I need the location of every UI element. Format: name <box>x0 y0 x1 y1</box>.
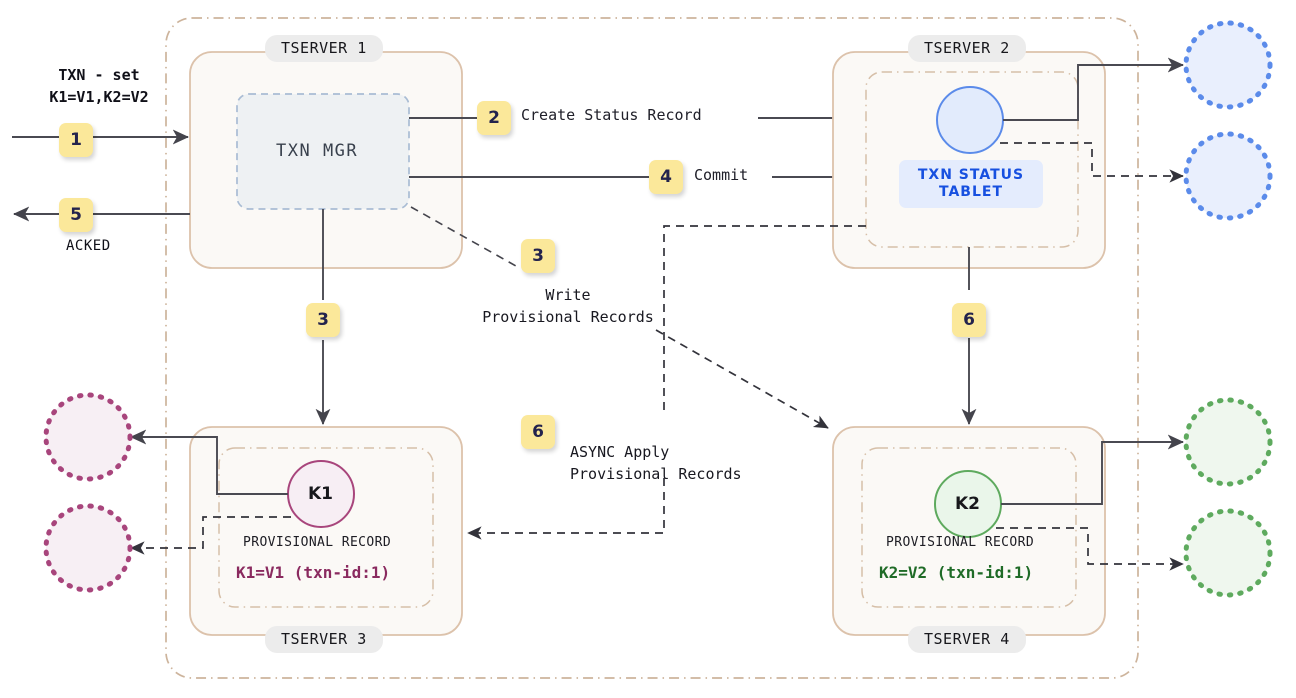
leader-step3 <box>410 206 517 267</box>
tserver4-record-value: K2=V2 (txn-id:1) <box>879 563 1034 582</box>
tserver2-replica-circle-1 <box>1183 20 1273 110</box>
tserver3-record-value: K1=V1 (txn-id:1) <box>236 563 391 582</box>
tserver4-record-title: PROVISIONAL RECORD <box>886 535 1035 550</box>
tserver2-label: TSERVER 2 <box>908 35 1026 62</box>
tserver4-replica-circle-2 <box>1183 508 1273 598</box>
arrow-async-apply-to-tserver3 <box>663 225 866 412</box>
tserver3-replica-circle-1 <box>43 392 133 482</box>
tserver3-replica-circle-2 <box>43 503 133 593</box>
tserver3-box <box>189 426 463 636</box>
badge-step-5[interactable]: 5 <box>59 198 93 232</box>
tserver2-replica-circle-2 <box>1183 131 1273 221</box>
txn-mgr-label: TXN MGR <box>276 141 359 161</box>
tserver3-label: TSERVER 3 <box>265 626 383 653</box>
request-label: TXN - set K1=V1,K2=V2 <box>49 66 149 106</box>
create-status-record-label: Create Status Record <box>521 106 702 124</box>
arrow-tserver3-replica2 <box>130 516 291 555</box>
tserver4-replica-circle-1 <box>1183 397 1273 487</box>
badge-step-2[interactable]: 2 <box>477 101 511 135</box>
acked-label: ACKED <box>66 238 111 254</box>
tserver4-record-region <box>861 447 1077 608</box>
badge-step-6-vertical[interactable]: 6 <box>952 303 986 337</box>
tserver3-record-title: PROVISIONAL RECORD <box>243 535 392 550</box>
tserver1-label: TSERVER 1 <box>265 35 383 62</box>
write-provisional-records-label: Write Provisional Records <box>482 286 654 326</box>
arrow-tserver4-replica2 <box>996 527 1184 571</box>
badge-step-1[interactable]: 1 <box>59 123 93 157</box>
arrow-tserver2-replica2 <box>1000 142 1184 183</box>
badge-step-4[interactable]: 4 <box>649 160 683 194</box>
tserver3-record-region <box>218 447 434 608</box>
cluster-boundary <box>165 17 1139 679</box>
badge-step-6-async[interactable]: 6 <box>521 415 555 449</box>
arrow-tserver4-replica1 <box>1001 434 1184 505</box>
badge-step-3-vertical[interactable]: 3 <box>306 303 340 337</box>
txn-status-tablet-circle <box>936 86 1004 154</box>
arrow-async-apply-to-tserver3-tail <box>467 478 665 540</box>
txn-status-tablet-text: TXN STATUS TABLET <box>917 167 1025 200</box>
async-apply-provisional-records-label: ASYNC Apply Provisional Records <box>570 443 742 483</box>
k1-label: K1 <box>308 484 334 504</box>
arrow-write-provisional-to-tserver4 <box>655 329 829 429</box>
arrow-tserver2-replica1 <box>1003 57 1184 121</box>
commit-label: Commit <box>694 166 749 184</box>
txn-status-tablet-region <box>865 71 1079 248</box>
arrow-tserver3-replica1 <box>130 429 288 495</box>
tserver4-label: TSERVER 4 <box>908 626 1026 653</box>
k2-label: K2 <box>955 494 981 514</box>
txn-status-tablet-label: TXN STATUS TABLET <box>899 160 1043 208</box>
badge-step-3-write[interactable]: 3 <box>521 239 555 273</box>
